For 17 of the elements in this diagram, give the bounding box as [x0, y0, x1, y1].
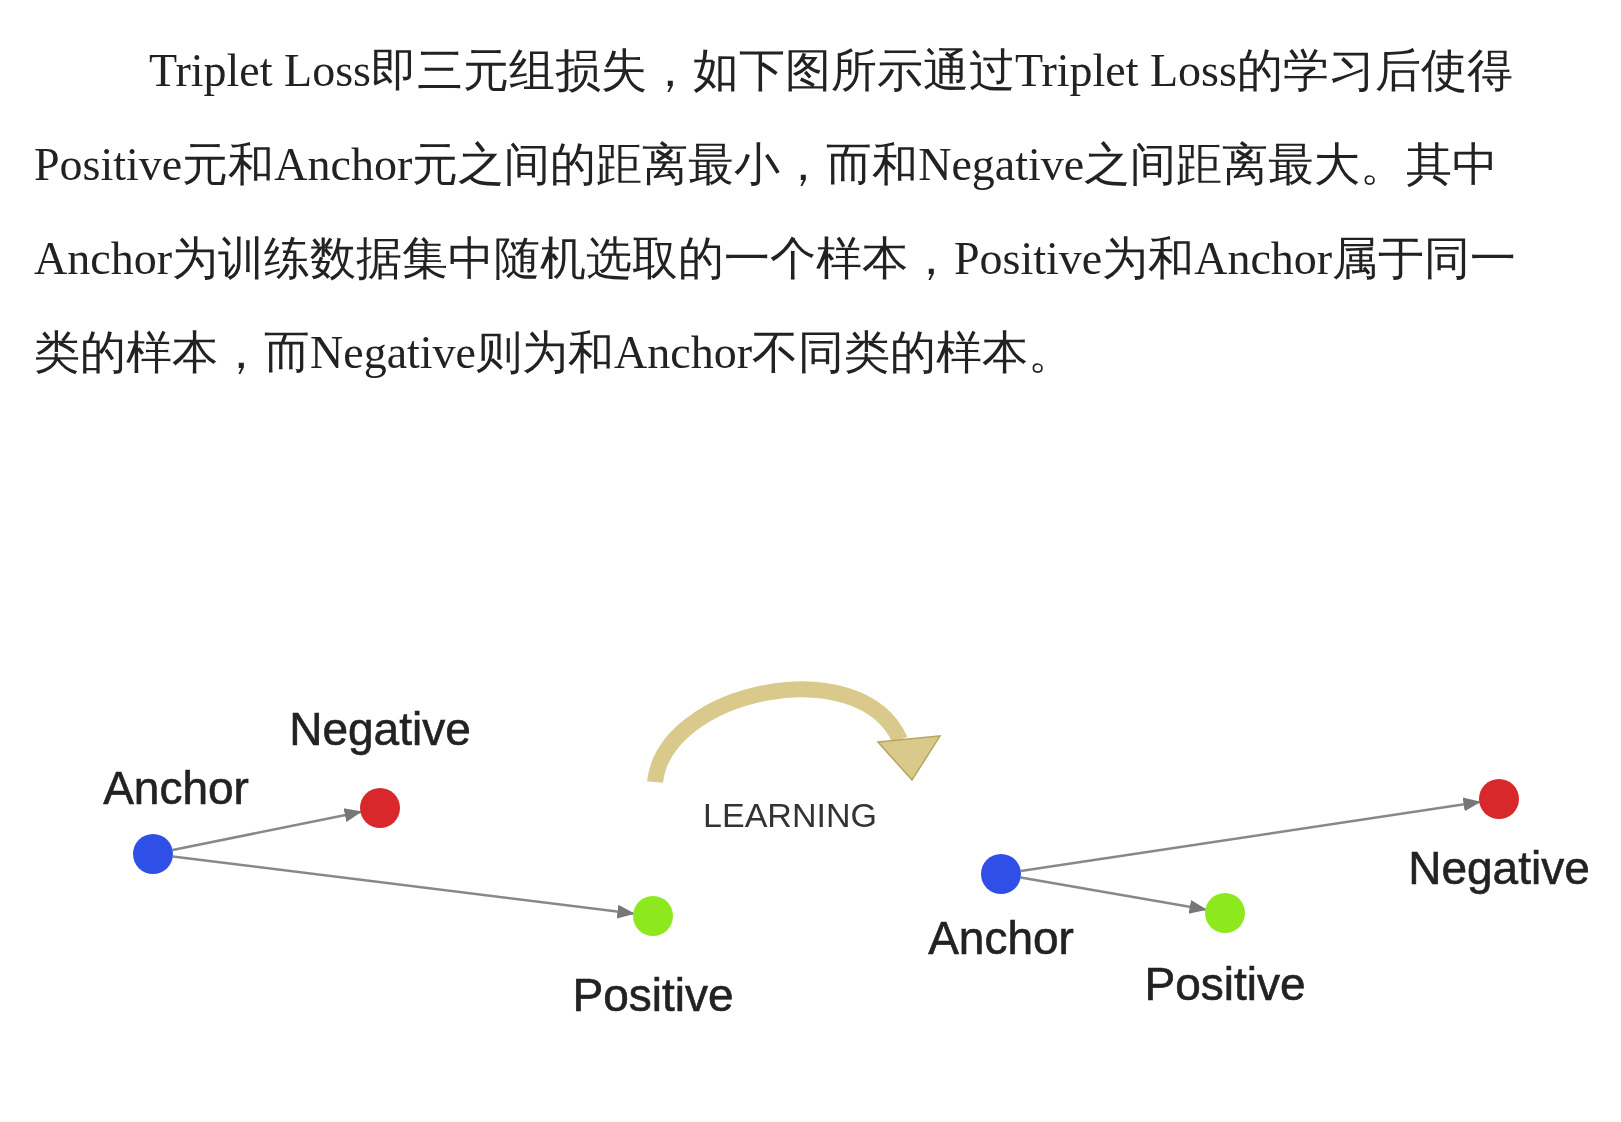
- point-circle: [1479, 779, 1519, 819]
- point-circle: [133, 834, 173, 874]
- point-label: Positive: [572, 968, 734, 1022]
- point-circle: [1205, 893, 1245, 933]
- step-label: LEARNING: [703, 795, 877, 835]
- point-label: Positive: [1144, 957, 1306, 1011]
- point-label: Negative: [289, 702, 471, 756]
- arrow: [1020, 797, 1481, 873]
- point-label: Negative: [1408, 841, 1590, 895]
- point-label: Anchor: [103, 761, 249, 815]
- arrow: [172, 855, 635, 919]
- arrow: [1020, 876, 1207, 914]
- point-circle: [360, 788, 400, 828]
- point-label: Anchor: [928, 911, 1074, 965]
- point-circle: [981, 854, 1021, 894]
- paragraph: Triplet Loss即三元组损失，如下图所示通过Triplet Loss的学习后使得Positive元和Anchor元之间的距离最小，而和Negative之间距离最大。其中Anchor为训练数据集中随机选取的一个样本，Positive为和Anchor属于同一类的样本，而Negative则为和Anchor不同类的样本。: [34, 44, 1518, 380]
- point-circle: [633, 896, 673, 936]
